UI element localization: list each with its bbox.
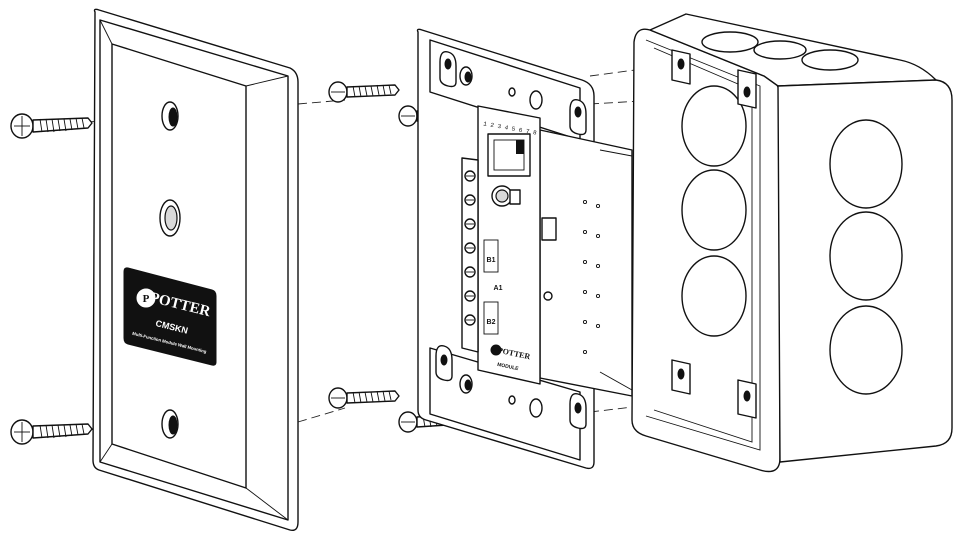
terminal-label-b2: B2 xyxy=(487,319,496,326)
screw-cover-bottom xyxy=(10,419,93,445)
terminal-label-b1: B1 xyxy=(487,257,496,264)
knockout-middle xyxy=(681,169,747,251)
svg-text:P: P xyxy=(143,293,150,305)
terminal-block xyxy=(461,157,479,353)
board-potter-logo-icon xyxy=(490,344,502,356)
knockout-lower xyxy=(681,255,747,337)
screw-cover-top xyxy=(10,113,93,139)
terminal-labels: B1 A1 B2 xyxy=(483,239,503,335)
cover-plate: P POTTER CMSKN Multi-Function Module Wal… xyxy=(92,8,299,532)
terminal-label-a1: A1 xyxy=(494,285,503,292)
nameplate: P POTTER CMSKN Multi-Function Module Wal… xyxy=(123,267,217,366)
electrical-box xyxy=(631,13,953,473)
screw-plate-upper-left xyxy=(328,81,400,103)
board-model: MODULE xyxy=(497,362,520,373)
module-body xyxy=(539,129,633,397)
potter-logo-icon xyxy=(136,288,156,308)
knockout-upper xyxy=(681,85,747,167)
screw-plate-lower-left xyxy=(328,387,400,409)
terminal-board: 1 2 3 4 5 6 7 8 B1 A1 B2 POTTER MODULE xyxy=(461,105,541,385)
status-led xyxy=(491,185,521,207)
